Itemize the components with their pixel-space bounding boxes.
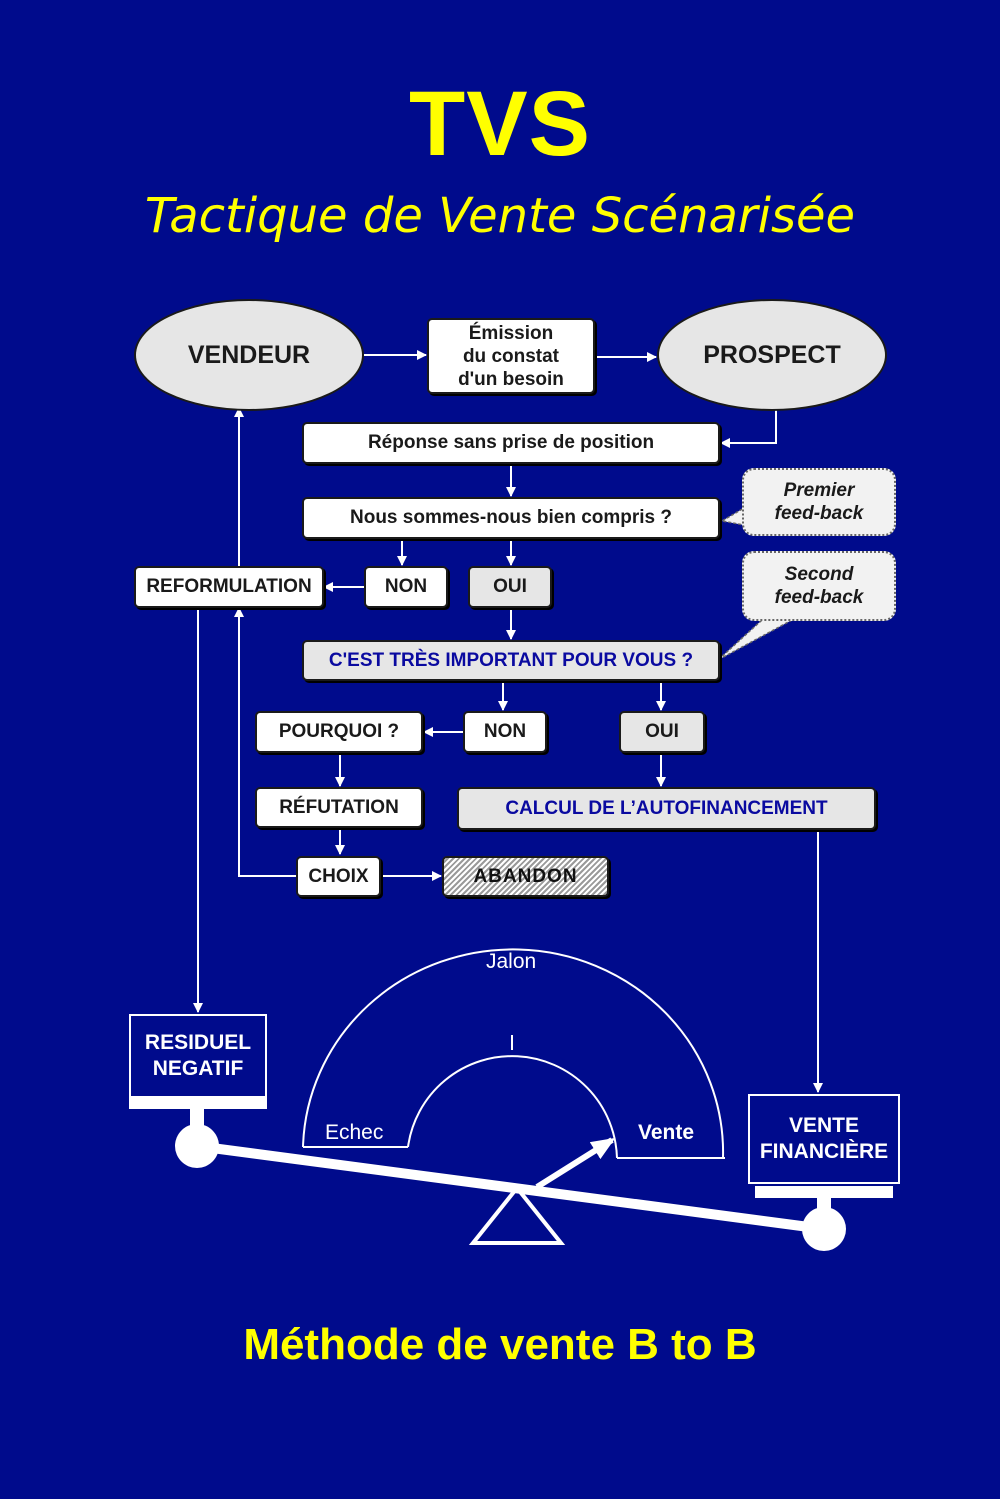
premier-feedback-bubble: Premier feed-back xyxy=(742,468,896,536)
inner-arc xyxy=(407,1055,618,1159)
second-feedback-bubble: Second feed-back xyxy=(742,551,896,621)
pourquoi-node: POURQUOI ? xyxy=(255,711,423,753)
arrow-choix-reformulation xyxy=(234,607,296,877)
left-stem xyxy=(190,1109,204,1134)
main-title: TVS xyxy=(409,73,591,175)
vente-label: Vente xyxy=(638,1121,695,1144)
arrow-prospect-reponse xyxy=(720,410,777,448)
footer-tagline: Méthode de vente B to B xyxy=(243,1320,757,1369)
abandon-node: ABANDON xyxy=(442,856,609,897)
subtitle: Tactique de Vente Scénarisée xyxy=(144,188,856,244)
choix-node: CHOIX xyxy=(296,856,381,897)
left-platform xyxy=(129,1097,267,1109)
important-node: C'EST TRÈS IMPORTANT POUR VOUS ? xyxy=(302,640,720,681)
bubble-tail-second xyxy=(717,619,793,661)
reformulation-node: REFORMULATION xyxy=(134,566,324,608)
calcul-node: CALCUL DE L’AUTOFINANCEMENT xyxy=(457,787,876,830)
jalon-label: Jalon xyxy=(486,950,537,973)
fulcrum xyxy=(468,1184,566,1245)
oui-node-1: OUI xyxy=(468,566,552,608)
non-node-1: NON xyxy=(364,566,448,608)
outer-arc xyxy=(302,948,725,1159)
right-platform xyxy=(755,1186,893,1198)
right-stem xyxy=(817,1198,831,1210)
right-weight xyxy=(802,1207,846,1251)
non-node-2: NON xyxy=(463,711,547,753)
residuel-negatif-box: RESIDUEL NEGATIF xyxy=(129,1014,267,1098)
left-weight xyxy=(175,1124,219,1168)
bubble-tail-premier xyxy=(719,506,745,526)
reponse-node: Réponse sans prise de position xyxy=(302,422,720,464)
balance-beam xyxy=(196,1141,825,1234)
gauge-needle xyxy=(535,1137,616,1190)
emission-node: Émission du constat d'un besoin xyxy=(427,318,595,394)
refutation-node: RÉFUTATION xyxy=(255,787,423,828)
oui-node-2: OUI xyxy=(619,711,705,753)
echec-label: Echec xyxy=(325,1121,384,1144)
vente-financiere-box: VENTE FINANCIÈRE xyxy=(748,1094,900,1184)
compris-node: Nous sommes-nous bien compris ? xyxy=(302,497,720,539)
vendeur-node: VENDEUR xyxy=(134,299,364,411)
prospect-node: PROSPECT xyxy=(657,299,887,411)
